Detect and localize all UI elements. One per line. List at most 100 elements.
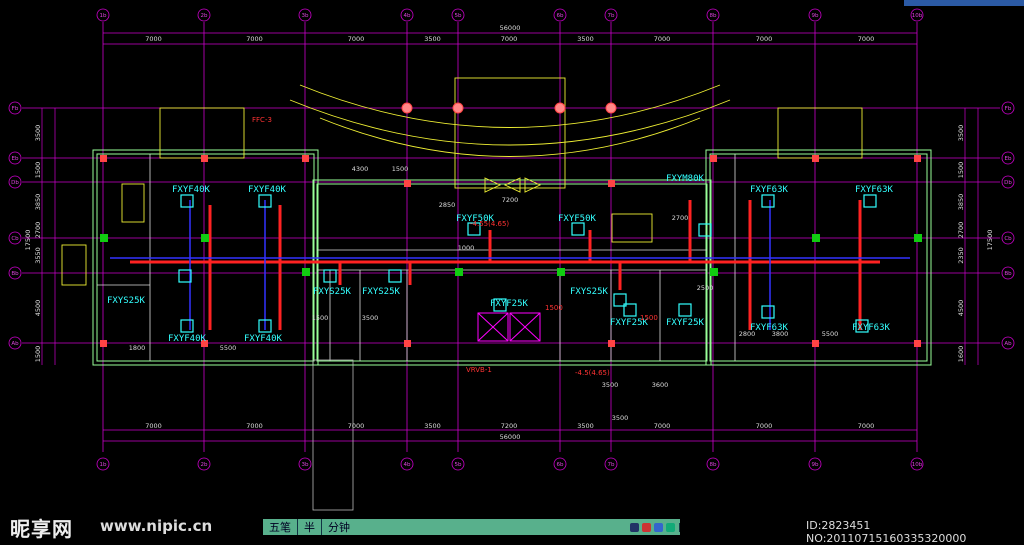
indoor-unit-label: FXYF63K xyxy=(750,323,789,333)
inner-dim: 2800 xyxy=(739,330,756,338)
watermark-id: ID:2823451 NO:20110715160335320000 xyxy=(806,519,967,545)
indoor-unit-box xyxy=(571,222,585,236)
inner-dim: 2850 xyxy=(439,201,456,209)
indoor-unit-box xyxy=(258,194,272,208)
dim-bottom: 7200 xyxy=(501,422,518,430)
dim-left-total: 17500 xyxy=(24,230,32,251)
grid-label-bottom: 4b xyxy=(404,462,411,468)
dim-right: 3850 xyxy=(957,194,965,211)
indoor-unit-box xyxy=(863,194,877,208)
grid-label-bottom: 7b xyxy=(608,462,615,468)
annotation-tag: -4.5(4.65) xyxy=(575,369,610,377)
indoor-unit-box xyxy=(493,298,507,312)
grid-bubble-bottom xyxy=(451,457,465,471)
indoor-unit-box xyxy=(388,269,402,283)
indoor-unit-label: FXYF50K xyxy=(558,214,597,224)
grid-bubble-right xyxy=(1001,151,1015,165)
grid-label-right: Bb xyxy=(1004,271,1012,277)
grid-label-right: Db xyxy=(1004,180,1012,186)
grid-bubble-left xyxy=(8,266,22,280)
grid-label-top: 8b xyxy=(710,13,717,19)
watermark-url: www.nipic.cn xyxy=(100,517,213,535)
indoor-unit-box xyxy=(178,269,192,283)
grid-label-right: Eb xyxy=(1005,156,1012,162)
grid-bubble-top xyxy=(298,8,312,22)
ime-icons[interactable] xyxy=(624,522,680,532)
indoor-unit-box xyxy=(855,319,869,333)
punctuation-icon[interactable] xyxy=(642,522,651,532)
inner-dim: 2700 xyxy=(672,214,689,222)
indoor-unit-label: FXYS25K xyxy=(570,287,609,297)
indoor-unit-label: FXYF25K xyxy=(666,318,705,328)
grid-bubble-left xyxy=(8,151,22,165)
grid-bubble-right xyxy=(1001,101,1015,115)
annotation-tag: VRVB-1 xyxy=(466,366,492,374)
indoor-unit-label: FXYS25K xyxy=(313,287,352,297)
dim-top: 7000 xyxy=(756,35,773,43)
dim-top: 3500 xyxy=(577,35,594,43)
grid-label-top: 5b xyxy=(455,13,462,19)
inner-dim: 1500 xyxy=(312,314,329,322)
indoor-unit-label: FXYF25K xyxy=(610,318,649,328)
grid-bubble-bottom xyxy=(298,457,312,471)
grid-bubble-top xyxy=(604,8,618,22)
indoor-unit-box xyxy=(613,293,627,307)
grid-label-bottom: 3b xyxy=(302,462,309,468)
settings-icon[interactable] xyxy=(654,522,663,532)
indoor-unit-box xyxy=(623,303,637,317)
indoor-unit-box xyxy=(698,223,712,237)
inner-dim: 5500 xyxy=(822,330,839,338)
indoor-unit-box xyxy=(258,319,272,333)
inner-dim: 7200 xyxy=(502,196,519,204)
grid-bubble-top xyxy=(910,8,924,22)
grid-bubble-left xyxy=(8,175,22,189)
dim-right: 1500 xyxy=(957,162,965,179)
grid-bubble-bottom xyxy=(197,457,211,471)
grid-bubble-bottom xyxy=(910,457,924,471)
grid-bubble-bottom xyxy=(96,457,110,471)
inner-dim: 4300 xyxy=(352,165,369,173)
grid-label-top: 1b xyxy=(100,13,107,19)
indoor-unit-label: FXYF63K xyxy=(750,185,789,195)
grid-label-top: 7b xyxy=(608,13,615,19)
dim-bottom: 7000 xyxy=(858,422,875,430)
dim-bottom: 7000 xyxy=(246,422,263,430)
ime-composition: 分钟 xyxy=(328,521,350,534)
grid-label-bottom: 6b xyxy=(557,462,564,468)
dim-left: 1500 xyxy=(34,162,42,179)
indoor-unit-box xyxy=(180,194,194,208)
ime-toolbar[interactable]: 五笔 半 分钟 xyxy=(263,519,680,535)
indoor-unit-label: FXYF25K xyxy=(490,299,529,309)
ime-mode-half[interactable]: 半 xyxy=(298,519,322,535)
dim-top: 3500 xyxy=(424,35,441,43)
indoor-unit-label: FXYS25K xyxy=(107,296,146,306)
grid-label-bottom: 5b xyxy=(455,462,462,468)
grid-label-top: 9b xyxy=(812,13,819,19)
indoor-unit-label: FXYF50K xyxy=(456,214,495,224)
window-tab-indicator xyxy=(904,0,1024,6)
grid-bubble-top xyxy=(451,8,465,22)
grid-bubble-top xyxy=(400,8,414,22)
annotation-tag: FFC-3 xyxy=(252,116,272,124)
grid-label-bottom: 2b xyxy=(201,462,208,468)
indoor-unit-label: FXYF40K xyxy=(244,334,283,344)
indoor-unit-label: FXYF40K xyxy=(168,334,207,344)
keyboard-icon[interactable] xyxy=(630,522,639,532)
dim-bottom: 3500 xyxy=(424,422,441,430)
dim-top: 7000 xyxy=(348,35,365,43)
inner-dim: 1500 xyxy=(392,165,409,173)
grid-bubble-left xyxy=(8,336,22,350)
grid-bubble-top xyxy=(96,8,110,22)
indoor-unit-label: FXYS25K xyxy=(362,287,401,297)
indoor-unit-label: FXYM80K xyxy=(666,174,705,184)
grid-bubble-bottom xyxy=(808,457,822,471)
grid-label-bottom: 1b xyxy=(100,462,107,468)
dim-top: 7000 xyxy=(501,35,518,43)
ime-mode-wubi[interactable]: 五笔 xyxy=(263,519,298,535)
help-icon[interactable] xyxy=(666,522,675,532)
grid-label-top: 2b xyxy=(201,13,208,19)
inner-dim: 1800 xyxy=(129,344,146,352)
axis-grid xyxy=(22,22,1000,452)
grid-label-left: Bb xyxy=(11,271,19,277)
